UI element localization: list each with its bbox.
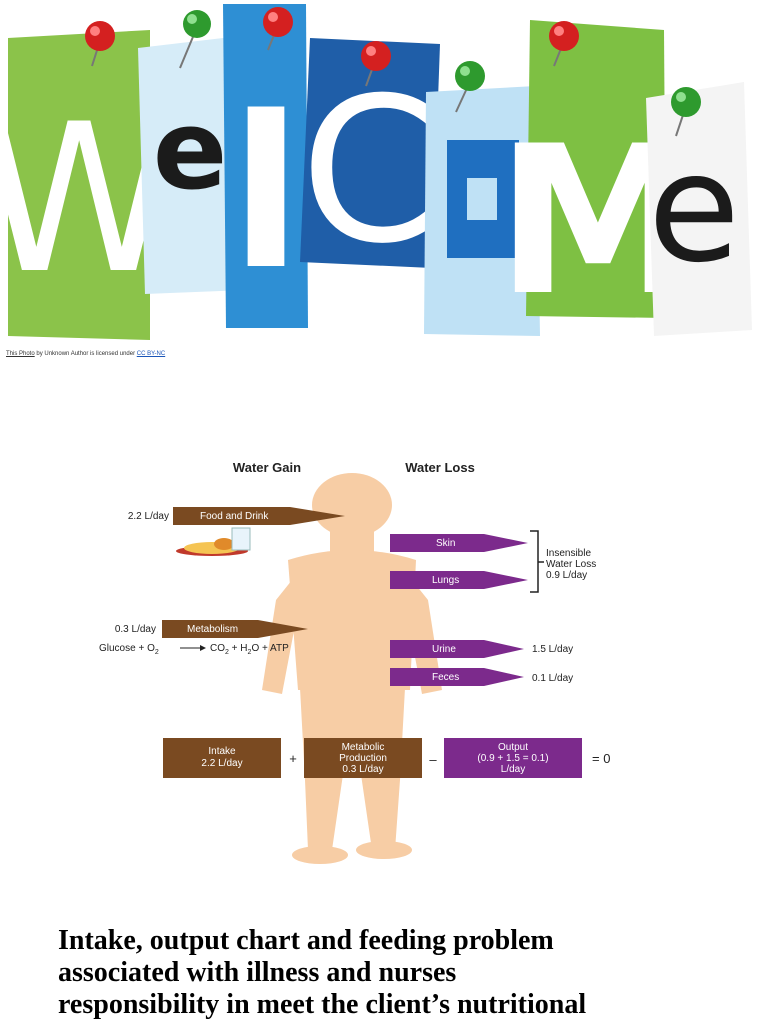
insensible-label-1: Insensible [546, 548, 591, 559]
plus-operator: + [289, 751, 297, 766]
svg-text:2.2 L/day: 2.2 L/day [201, 758, 242, 769]
feces-label: Feces [432, 672, 459, 683]
water-balance-diagram: Water Gain Water Loss 2.2 L/day Food and… [99, 460, 610, 864]
svg-text:0.3 L/day: 0.3 L/day [342, 764, 383, 775]
skin-label: Skin [436, 538, 455, 549]
food-label: Food and Drink [200, 511, 269, 522]
output-box: Output (0.9 + 1.5 = 0.1) L/day [444, 738, 582, 778]
food-arrow [173, 507, 345, 525]
metabolism-equation: Glucose + O2 CO2 + H2O + ATP [99, 643, 289, 656]
banner-card-c: C [300, 38, 440, 288]
svg-text:(0.9 + 1.5 = 0.1): (0.9 + 1.5 = 0.1) [477, 753, 548, 764]
insensible-label-3: 0.9 L/day [546, 570, 587, 581]
intake-box: Intake 2.2 L/day [163, 738, 281, 778]
photo-credit: This Photo by Unknown Author is licensed… [6, 351, 165, 357]
red-pin-icon [85, 21, 115, 67]
photo-credit-link[interactable]: This Photo [6, 351, 35, 357]
svg-text:Output: Output [498, 742, 528, 753]
banner-letter-l: l [230, 71, 302, 316]
food-plate-icon [176, 527, 251, 556]
green-pin-icon [671, 87, 701, 137]
lungs-label: Lungs [432, 575, 459, 586]
svg-text:Intake: Intake [208, 746, 236, 757]
green-pin-icon [455, 61, 485, 113]
green-pin-icon [179, 10, 211, 69]
urine-amount: 1.5 L/day [532, 644, 573, 655]
banner-card-l: l [223, 4, 308, 328]
food-amount: 2.2 L/day [128, 511, 169, 522]
svg-text:Production: Production [339, 753, 387, 764]
lungs-arrow [390, 571, 528, 589]
red-pin-icon [549, 21, 579, 67]
heading-line-1: Intake, output chart and feeding problem [58, 925, 554, 956]
red-pin-icon [361, 41, 391, 87]
metabolic-production-box: Metabolic Production 0.3 L/day [304, 738, 422, 778]
banner-card-e1: e [138, 36, 246, 294]
svg-text:L/day: L/day [501, 764, 525, 775]
banner-letter-c: C [300, 55, 440, 288]
insensible-label-2: Water Loss [546, 559, 596, 570]
feces-amount: 0.1 L/day [532, 673, 573, 684]
banner-card-o [424, 86, 540, 336]
welcome-banner: W e l C M e [0, 4, 752, 341]
human-body-silhouette [262, 473, 442, 864]
insensible-bracket [530, 530, 539, 593]
urine-label: Urine [432, 644, 456, 655]
metabolism-amount: 0.3 L/day [115, 624, 156, 635]
photo-credit-text: by Unknown Author is licensed under [34, 351, 137, 357]
svg-text:Metabolic: Metabolic [342, 742, 385, 753]
metabolism-arrow [162, 620, 308, 638]
slide-heading: Intake, output chart and feeding problem… [58, 925, 758, 1021]
svg-text:CO2 + H2O + ATP: CO2 + H2O + ATP [210, 643, 289, 656]
license-link[interactable]: CC BY-NC [136, 351, 166, 357]
svg-text:Glucose + O2: Glucose + O2 [99, 643, 159, 656]
red-pin-icon [263, 7, 293, 51]
water-gain-title: Water Gain [233, 460, 301, 475]
banner-letter-e2: e [648, 122, 740, 296]
heading-line-2: associated with illness and nurses [58, 957, 457, 988]
banner-card-e2: e [646, 82, 752, 336]
water-loss-title: Water Loss [405, 460, 475, 475]
heading-line-3: responsibility in meet the client’s nutr… [58, 989, 587, 1020]
minus-operator: – [429, 752, 437, 767]
banner-letter-e1: e [153, 86, 228, 214]
urine-arrow [390, 640, 524, 658]
skin-arrow [390, 534, 528, 552]
equals-zero: = 0 [592, 751, 610, 766]
feces-arrow [390, 668, 524, 686]
metabolism-label: Metabolism [187, 624, 238, 635]
